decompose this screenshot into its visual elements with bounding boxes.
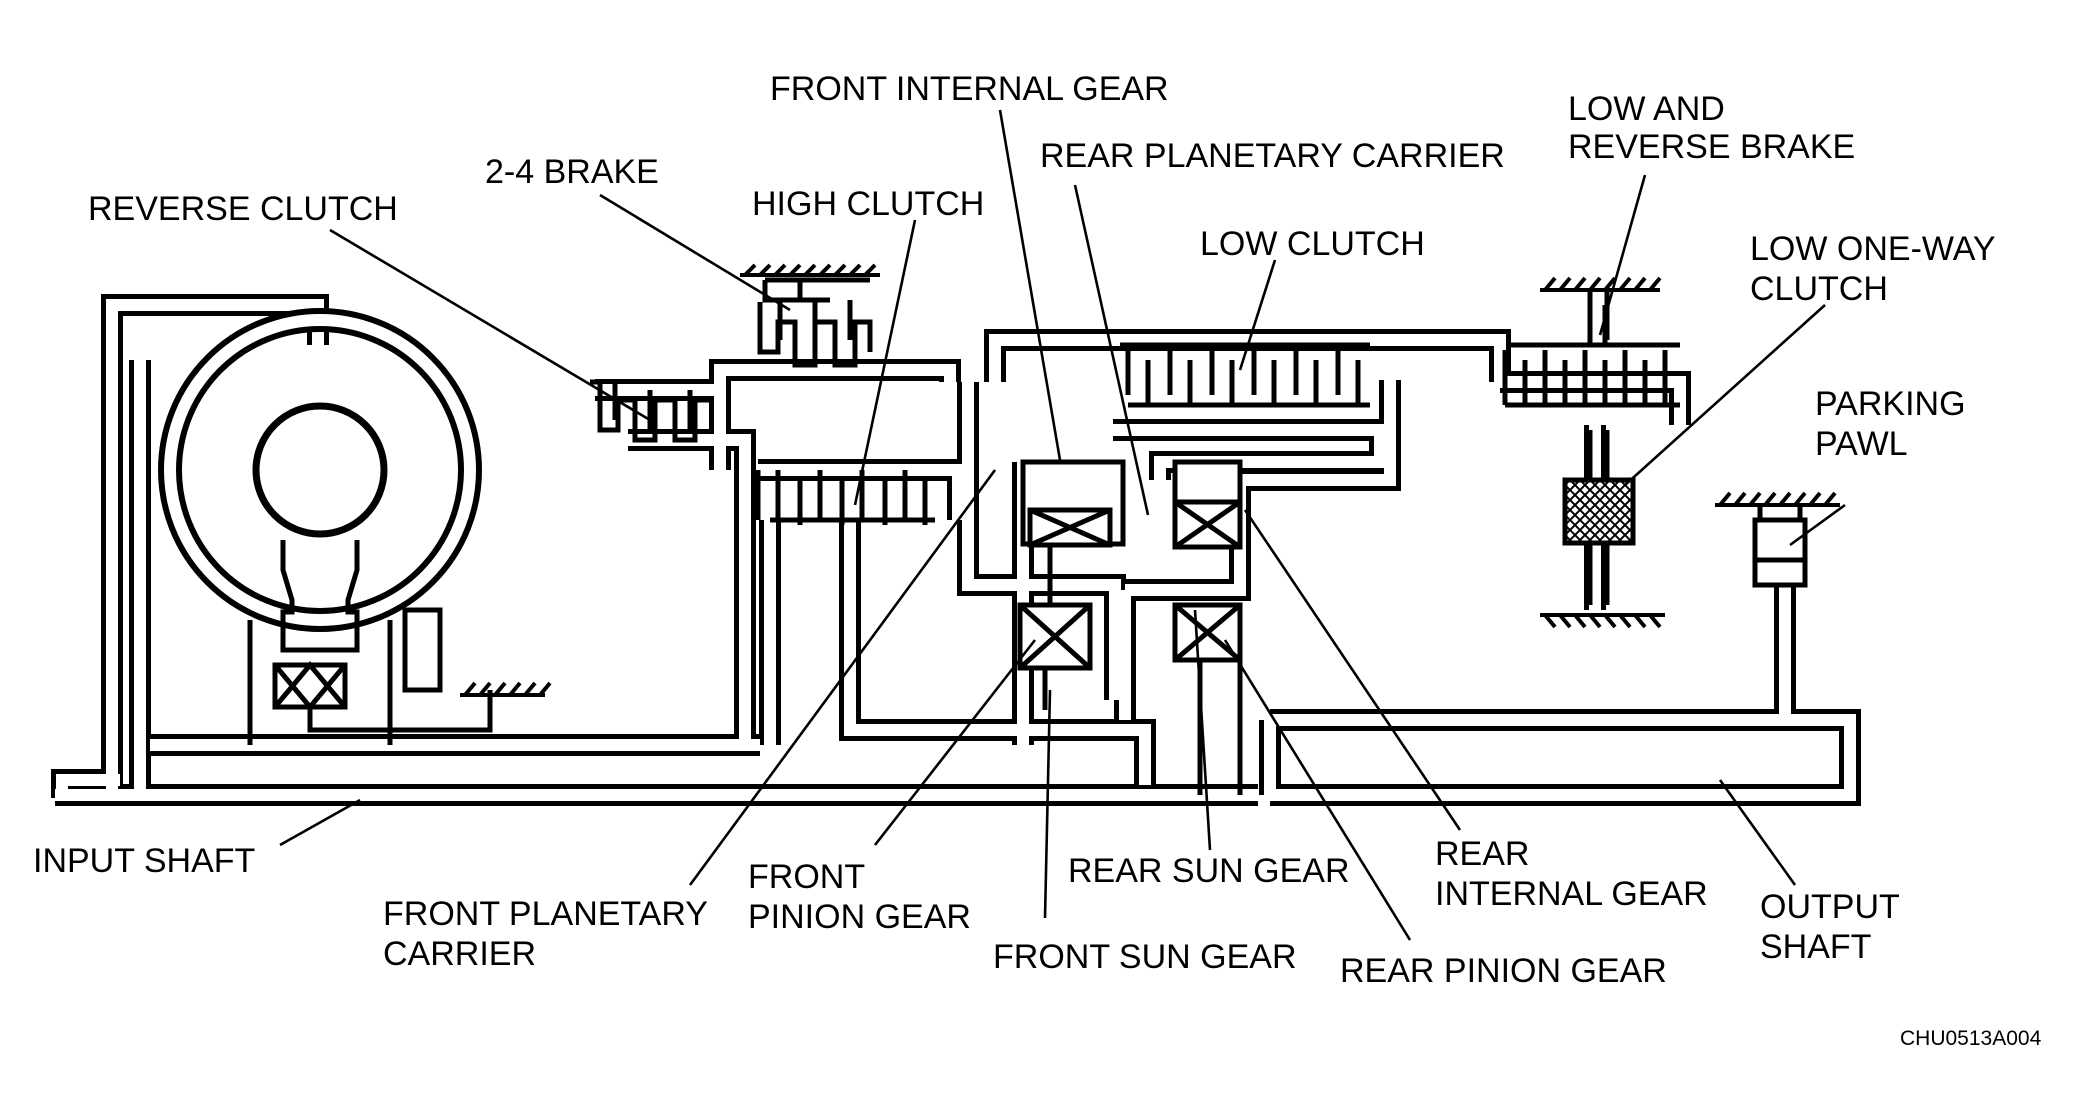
figure-code: CHU0513A004	[1900, 1027, 2042, 1050]
parking-pawl	[1752, 505, 1808, 588]
label-low-one-way-clutch-2: CLUTCH	[1750, 270, 1888, 308]
one-way-clutch-ground	[1540, 613, 1665, 629]
leader-low-clutch	[1238, 259, 1277, 371]
label-output-shaft-2: SHAFT	[1760, 928, 1871, 966]
label-front-planetary-carrier-1: FRONT PLANETARY	[383, 895, 708, 933]
label-low-and-reverse-brake-2: REVERSE BRAKE	[1568, 128, 1855, 166]
label-low-one-way-clutch-1: LOW ONE-WAY	[1750, 230, 1996, 268]
label-parking-pawl-2: PAWL	[1815, 425, 1908, 463]
label-reverse-clutch: REVERSE CLUTCH	[88, 190, 398, 228]
leader-front-planetary-carrier	[688, 469, 997, 886]
leader-rear-planetary-carrier	[1073, 184, 1150, 516]
label-front-sun-gear: FRONT SUN GEAR	[993, 938, 1297, 976]
leader-high-clutch	[853, 219, 917, 506]
structure-member	[1270, 709, 1861, 806]
label-output-shaft-1: OUTPUT	[1760, 888, 1900, 926]
leader-low-one-way-clutch	[1624, 304, 1826, 486]
reverse-clutch-plates	[590, 379, 712, 443]
high-clutch-plates	[755, 470, 935, 525]
transmission-structure	[51, 294, 1861, 806]
label-front-pinion-gear-1: FRONT	[748, 858, 865, 896]
transmission-details	[158, 277, 1808, 795]
leader-front-pinion-gear	[873, 639, 1037, 846]
label-front-pinion-gear-2: PINION GEAR	[748, 898, 971, 936]
label-rear-sun-gear: REAR SUN GEAR	[1068, 852, 1350, 890]
ground-hatches	[460, 263, 1840, 697]
label-rear-planetary-carrier: REAR PLANETARY CARRIER	[1040, 137, 1505, 175]
structure-member	[839, 520, 1156, 785]
brake-2-4	[757, 277, 873, 368]
brake-2-4-ground	[740, 263, 880, 277]
low-clutch-plates	[1120, 342, 1370, 408]
torque-converter-ground	[460, 681, 552, 697]
leader-rear-pinion-gear	[1223, 639, 1412, 941]
label-parking-pawl-1: PARKING	[1815, 385, 1966, 423]
leader-input-shaft	[279, 798, 361, 847]
leader-rear-internal-gear	[1243, 509, 1462, 831]
parking-pawl-ground	[1715, 491, 1840, 507]
leader-front-internal-gear	[998, 109, 1062, 461]
torque-converter	[158, 308, 493, 745]
label-input-shaft: INPUT SHAFT	[33, 842, 255, 880]
label-rear-pinion-gear: REAR PINION GEAR	[1340, 952, 1667, 990]
label-front-internal-gear: FRONT INTERNAL GEAR	[770, 70, 1169, 108]
leader-output-shaft	[1718, 779, 1797, 886]
low-reverse-brake-ground	[1540, 276, 1662, 340]
leader-parking-pawl	[1789, 503, 1846, 547]
leader-2-4-brake	[599, 193, 791, 312]
label-rear-internal-gear-2: INTERNAL GEAR	[1435, 875, 1708, 913]
structure-member	[1270, 560, 1796, 731]
label-front-planetary-carrier-2: CARRIER	[383, 935, 536, 973]
leader-front-sun-gear	[1043, 689, 1052, 919]
label-low-and-reverse-brake-1: LOW AND	[1568, 90, 1725, 128]
leader-rear-sun-gear	[1193, 609, 1212, 851]
leader-reverse-clutch	[329, 228, 651, 422]
label-2-4-brake: 2-4 BRAKE	[485, 153, 659, 191]
rear-planetary-gearset	[1172, 459, 1243, 795]
label-high-clutch: HIGH CLUTCH	[752, 185, 984, 223]
front-planetary-gearset	[1017, 459, 1126, 710]
label-rear-internal-gear-1: REAR	[1435, 835, 1529, 873]
leader-lines	[279, 109, 1846, 941]
label-low-clutch: LOW CLUTCH	[1200, 225, 1425, 263]
low-one-way-clutch	[1562, 430, 1636, 605]
structure-member	[628, 429, 756, 745]
component-labels: FRONT INTERNAL GEAR REAR PLANETARY CARRI…	[33, 70, 2042, 1050]
leader-low-reverse-brake	[1598, 174, 1647, 336]
